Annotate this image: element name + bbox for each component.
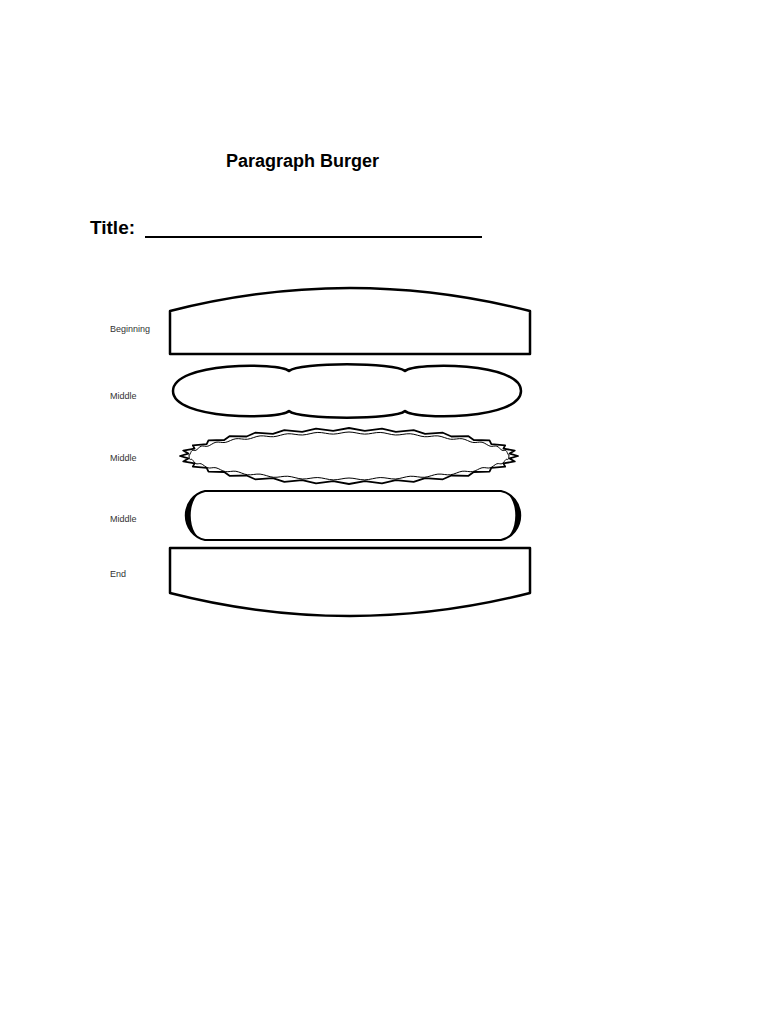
layer-outline [105, 427, 522, 485]
title-underline [145, 236, 482, 238]
layer-outline [105, 490, 530, 541]
outline-path [180, 428, 518, 484]
outline-path [501, 491, 520, 540]
outline-path [170, 548, 530, 616]
outline-path [189, 432, 509, 480]
lettuce-layer: Middle [105, 427, 522, 485]
layer-outline [105, 362, 525, 420]
outline-path [186, 491, 205, 540]
bottom-bun: End [105, 548, 534, 617]
layer-outline [105, 287, 534, 354]
field-label: Title: [90, 217, 135, 239]
page-title: Paragraph Burger [226, 151, 379, 172]
layer-label: End [110, 569, 126, 579]
outline-path [173, 364, 521, 418]
layer-outline [105, 548, 534, 617]
top-bun: Beginning [105, 287, 534, 354]
layer-label: Middle [110, 453, 137, 463]
patty-layer: Middle [105, 490, 530, 541]
outline-path [186, 491, 520, 540]
cheese-layer: Middle [105, 362, 525, 420]
layer-label: Beginning [110, 324, 150, 334]
layer-label: Middle [110, 391, 137, 401]
outline-path [170, 288, 530, 354]
layer-label: Middle [110, 514, 137, 524]
